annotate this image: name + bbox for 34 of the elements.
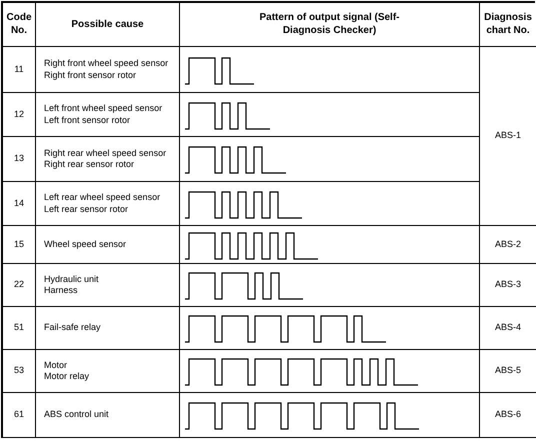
code-number: 13 — [14, 152, 24, 166]
column-header: Diagnosis chart No. — [483, 12, 533, 37]
code-number: 61 — [14, 408, 24, 422]
possible-cause: Right rear sensor rotor — [44, 159, 134, 169]
column-header: Possible cause — [71, 18, 144, 32]
code-number: 11 — [14, 62, 24, 76]
possible-cause: Motor relay — [44, 371, 90, 381]
chart-number: ABS-2 — [494, 238, 521, 251]
possible-cause: Fail-safe relay — [44, 322, 101, 332]
possible-cause: Right front wheel speed sensor — [44, 58, 168, 68]
code-number: 22 — [14, 278, 24, 292]
column-header: Pattern of output signal (Self-Diagnosis Checker) — [258, 12, 400, 37]
chart-number: ABS-6 — [494, 408, 521, 422]
possible-cause: Left rear wheel speed sensor — [44, 192, 160, 202]
possible-cause: Left front sensor rotor — [44, 114, 130, 124]
chart-number: ABS-5 — [494, 364, 521, 378]
code-number: 15 — [14, 238, 24, 251]
chart-number: ABS-1 — [494, 129, 521, 142]
possible-cause: Hydraulic unit — [44, 274, 99, 284]
code-number: 51 — [14, 321, 24, 334]
possible-cause: Motor — [44, 360, 68, 370]
possible-cause: ABS control unit — [44, 409, 109, 420]
code-number: 53 — [14, 364, 24, 378]
possible-cause: Left rear sensor rotor — [44, 204, 128, 214]
possible-cause: Wheel speed sensor — [44, 238, 126, 249]
possible-cause: Left front wheel speed sensor — [44, 103, 162, 114]
column-header: Code No. — [6, 12, 32, 37]
possible-cause: Right rear wheel speed sensor — [44, 148, 166, 158]
possible-cause: Right front sensor rotor — [44, 70, 136, 80]
chart-number: ABS-3 — [494, 278, 521, 292]
code-number: 14 — [14, 196, 24, 210]
chart-number: ABS-4 — [494, 321, 521, 334]
code-number: 12 — [14, 108, 24, 121]
possible-cause: Harness — [44, 285, 78, 295]
